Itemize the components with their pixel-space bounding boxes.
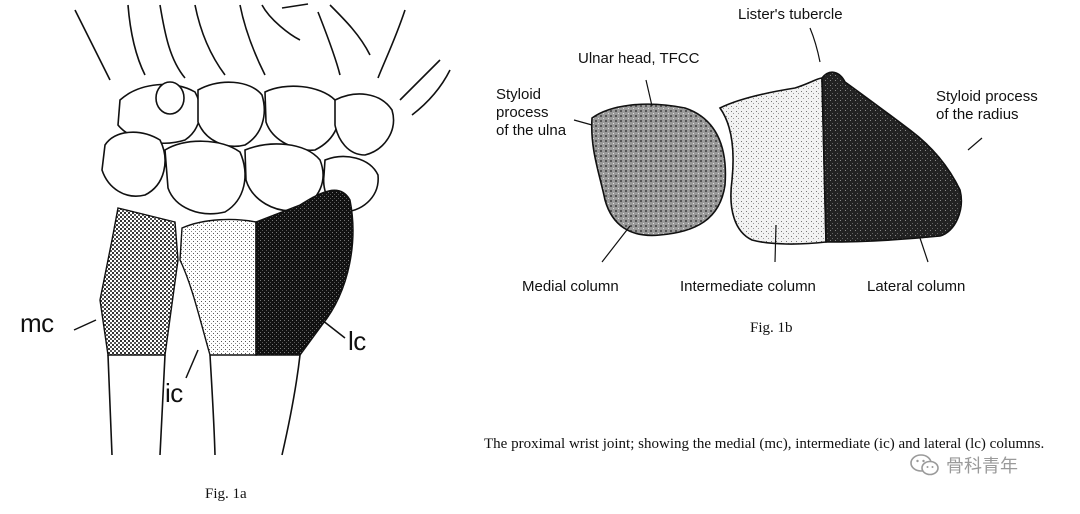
lateral-column-region xyxy=(255,189,354,356)
label-ulnar-head: Ulnar head, TFCC xyxy=(578,50,700,67)
leader-lines-1b xyxy=(573,27,983,263)
metacarpals xyxy=(74,3,451,116)
label-styloid-ulna-line3: of the ulna xyxy=(496,122,567,139)
intermediate-column-shape xyxy=(718,77,827,245)
medial-column-region xyxy=(99,207,179,356)
label-styloid-ulna-line2: process xyxy=(496,104,549,121)
label-lc: lc xyxy=(348,326,366,356)
label-listers-tubercle: Lister's tubercle xyxy=(738,6,843,23)
fig1a-caption: Fig. 1a xyxy=(205,486,247,502)
watermark-text: 骨科青年 xyxy=(946,456,1018,477)
figure-1b xyxy=(573,27,983,263)
label-ic: ic xyxy=(165,378,183,408)
label-styloid-ulna: Styloid process of the ulna xyxy=(496,86,566,140)
figure-1a xyxy=(73,3,451,456)
fig1b-caption: Fig. 1b xyxy=(750,320,793,336)
label-styloid-radius: Styloid process of the radius xyxy=(936,88,1038,124)
label-intermediate-column: Intermediate column xyxy=(680,278,816,295)
label-styloid-radius-line1: Styloid process xyxy=(936,88,1038,105)
label-styloid-radius-line2: of the radius xyxy=(936,106,1019,123)
radius-shaft xyxy=(209,354,301,456)
figure-caption: The proximal wrist joint; showing the me… xyxy=(484,436,1045,452)
label-lateral-column: Lateral column xyxy=(867,278,966,295)
ulna-shaft xyxy=(107,354,166,456)
label-medial-column: Medial column xyxy=(522,278,619,295)
lateral-column-shape xyxy=(821,71,962,243)
label-mc: mc xyxy=(20,308,54,338)
intermediate-column-region xyxy=(179,218,257,356)
carpal-bones xyxy=(101,81,395,215)
leader-lines-1a xyxy=(73,319,346,379)
label-styloid-ulna-line1: Styloid xyxy=(496,86,542,103)
wechat-icon xyxy=(910,454,939,476)
watermark: 骨科青年 xyxy=(910,452,1018,478)
medial-column-shape xyxy=(590,103,727,237)
